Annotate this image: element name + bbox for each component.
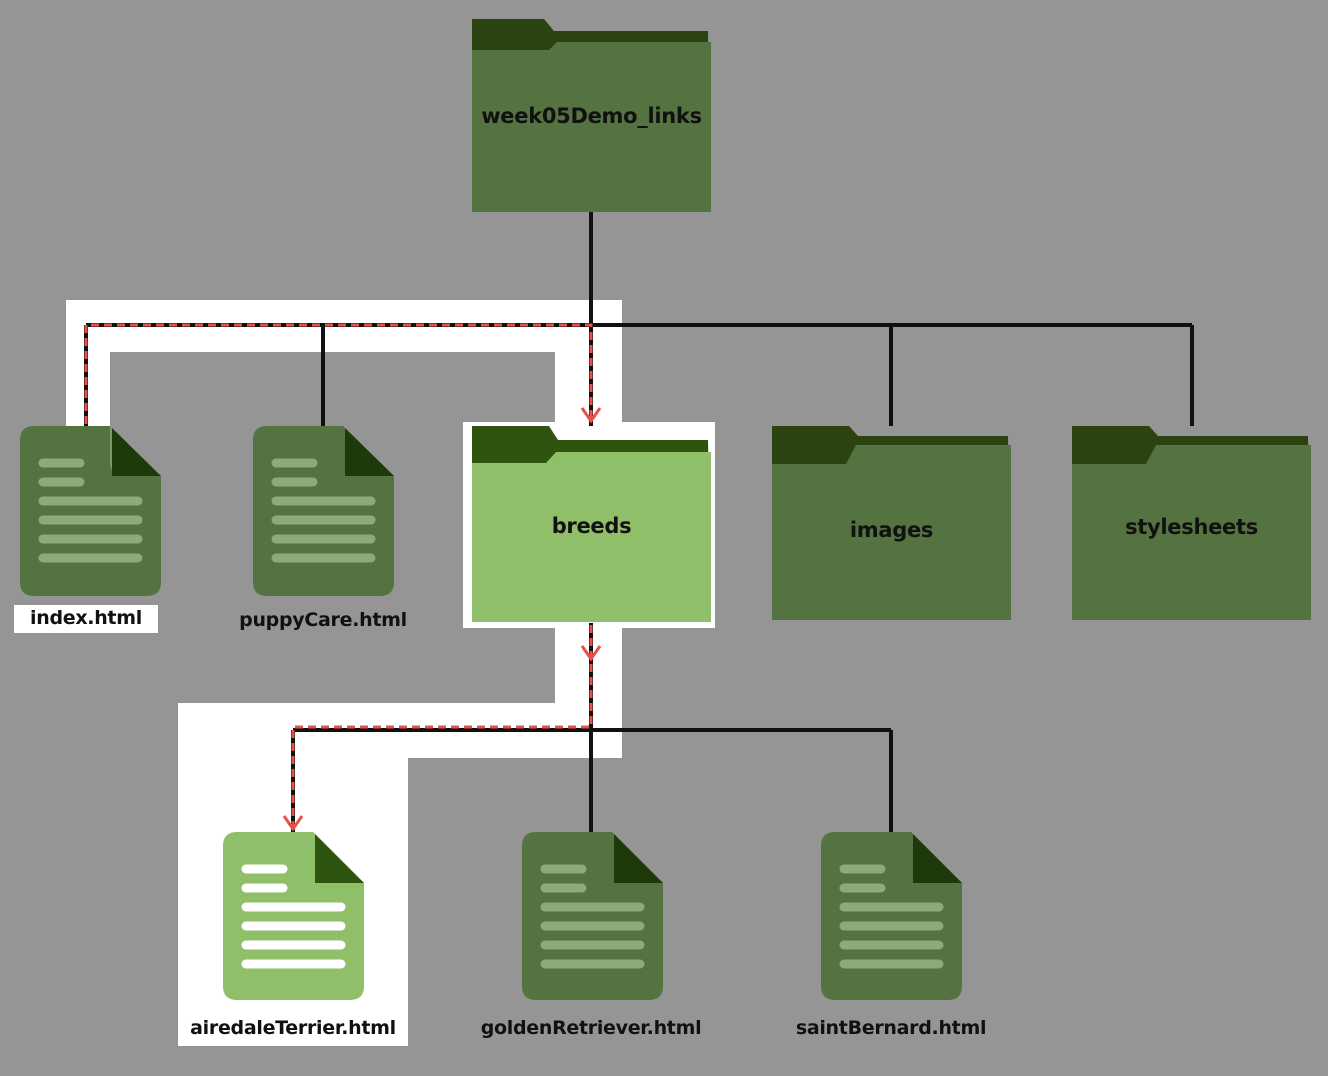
breeds-folder-label: breeds	[551, 514, 632, 538]
folder-icon	[472, 426, 711, 622]
document-icon	[223, 832, 364, 1000]
link-path-arrow	[84, 323, 593, 828]
folder-icon	[772, 426, 1011, 620]
root-folder-label: week05Demo_links	[481, 104, 702, 128]
saintbernard-file-label: saintBernard.html	[795, 1017, 987, 1039]
document-icon	[20, 426, 161, 596]
folder-icon	[1072, 426, 1311, 620]
images-folder-label: images	[849, 518, 934, 542]
stylesheets-folder-label: stylesheets	[1125, 515, 1258, 539]
document-icon	[821, 832, 962, 1000]
goldenretriever-file-label: goldenRetriever.html	[480, 1017, 702, 1039]
document-icon	[253, 426, 394, 596]
airedaleterrier-file-label: airedaleTerrier.html	[190, 1017, 396, 1039]
arrowheads	[282, 407, 602, 832]
index-file-label: index.html	[14, 605, 158, 633]
document-icon	[522, 832, 663, 1000]
puppycare-file-label: puppyCare.html	[239, 609, 407, 631]
folder-icon	[472, 19, 711, 212]
